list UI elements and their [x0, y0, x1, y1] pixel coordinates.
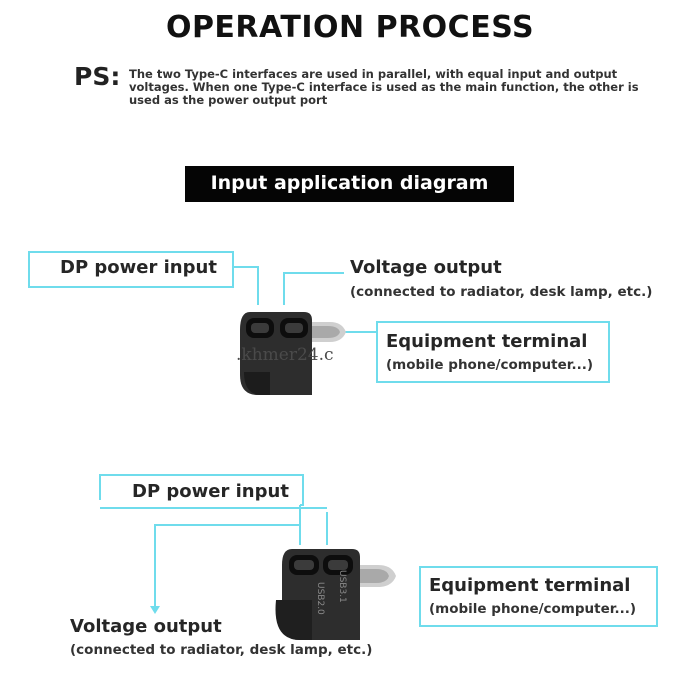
- watermark-text: .khmer24.c: [236, 345, 334, 365]
- diagram2-dp-input-label: DP power input: [130, 481, 291, 502]
- diagram1-device: [240, 312, 346, 395]
- diagram2-lines: [99, 474, 328, 612]
- diagram2-device: USB2.0 USB3.1: [275, 549, 396, 640]
- diagram1-equipment-label: Equipment terminal: [386, 331, 588, 352]
- diagram2-voltage-output-label: Voltage output: [70, 616, 222, 637]
- diagram1-equipment-sub: (mobile phone/computer...): [386, 357, 594, 373]
- arrowhead-icon: [150, 606, 160, 614]
- diagram2-equipment-box: Equipment terminal (mobile phone/compute…: [419, 566, 658, 627]
- diagram1-dp-input-label: DP power input: [60, 257, 217, 278]
- ps-note: The two Type-C interfaces are used in pa…: [129, 67, 639, 107]
- diagram1-dp-input-box: DP power input: [28, 251, 234, 288]
- port-label-left: USB2.0: [315, 582, 325, 615]
- section-banner: Input application diagram: [185, 166, 514, 202]
- diagram1-voltage-output-label: Voltage output: [350, 257, 502, 278]
- diagram2-voltage-output-sub: (connected to radiator, desk lamp, etc.): [70, 642, 373, 658]
- ps-label: PS:: [74, 62, 121, 91]
- diagram2-equipment-label: Equipment terminal: [429, 575, 631, 596]
- diagram1-voltage-output-sub: (connected to radiator, desk lamp, etc.): [350, 284, 653, 300]
- port-label-right: USB3.1: [337, 570, 347, 603]
- page-title: OPERATION PROCESS: [165, 10, 535, 45]
- diagram2-equipment-sub: (mobile phone/computer...): [429, 601, 637, 617]
- diagram1-equipment-box: Equipment terminal (mobile phone/compute…: [376, 321, 610, 383]
